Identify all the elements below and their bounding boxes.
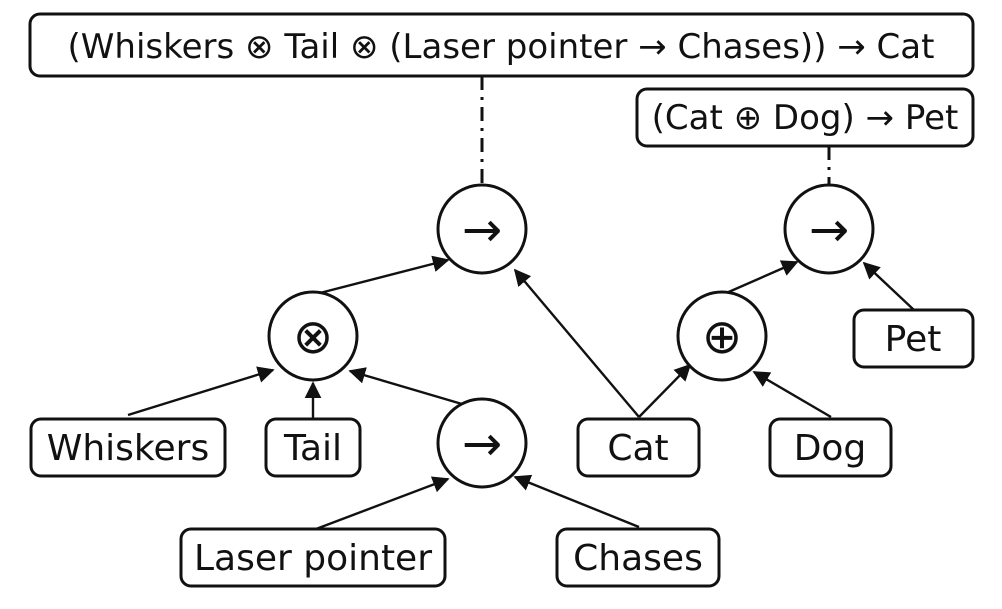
cat-implies-node: →	[436, 183, 528, 275]
edge-cat-to-oplus	[638, 363, 692, 418]
implies-operator: →	[809, 202, 849, 258]
leaf-label: Chases	[573, 538, 703, 579]
cat-rule-text: (Whiskers ⊗ Tail ⊗ (Laser pointer → Chas…	[68, 27, 935, 67]
leaf-whiskers: Whiskers	[29, 417, 227, 478]
edge-dog-to-oplus	[752, 370, 832, 419]
leaf-dog: Dog	[768, 417, 893, 478]
edge-cat-to-cat-implies	[513, 268, 640, 418]
edge-oplus-to-pet-implies	[723, 260, 799, 296]
leaf-label: Pet	[885, 319, 942, 360]
leaf-label: Whiskers	[47, 428, 209, 469]
tensor-operator: ⊗	[293, 309, 333, 365]
implies-operator: →	[462, 202, 502, 258]
leaf-cat: Cat	[576, 417, 701, 478]
oplus-node: ⊕	[676, 290, 768, 382]
pet-rule-text: (Cat ⊕ Dog) → Pet	[652, 98, 959, 138]
edge-tensor-to-cat-implies	[315, 255, 450, 296]
edge-chases-to-laser-implies	[513, 474, 640, 529]
leaf-label: Cat	[607, 428, 668, 469]
edge-laser-implies-to-tensor	[348, 367, 463, 406]
cat-rule-formula: (Whiskers ⊗ Tail ⊗ (Laser pointer → Chas…	[28, 12, 975, 78]
leaf-tail: Tail	[264, 417, 362, 478]
leaf-pet: Pet	[852, 308, 975, 369]
edge-laser-pointer-to-laser-implies	[315, 476, 450, 531]
leaf-label: Tail	[283, 428, 342, 469]
leaf-laser-pointer: Laser pointer	[179, 527, 447, 588]
leaf-chases: Chases	[555, 527, 721, 588]
leaf-label: Dog	[794, 428, 867, 469]
oplus-operator: ⊕	[702, 309, 742, 365]
pet-rule-formula: (Cat ⊕ Dog) → Pet	[635, 87, 975, 148]
edge-pet-to-pet-implies	[862, 261, 915, 311]
pet-implies-node: →	[783, 183, 875, 275]
edge-whiskers-to-tensor	[127, 366, 275, 417]
laser-implies-node: →	[436, 397, 528, 489]
tensor-node: ⊗	[267, 290, 359, 382]
leaf-label: Laser pointer	[194, 538, 432, 579]
implies-operator: →	[462, 416, 502, 472]
